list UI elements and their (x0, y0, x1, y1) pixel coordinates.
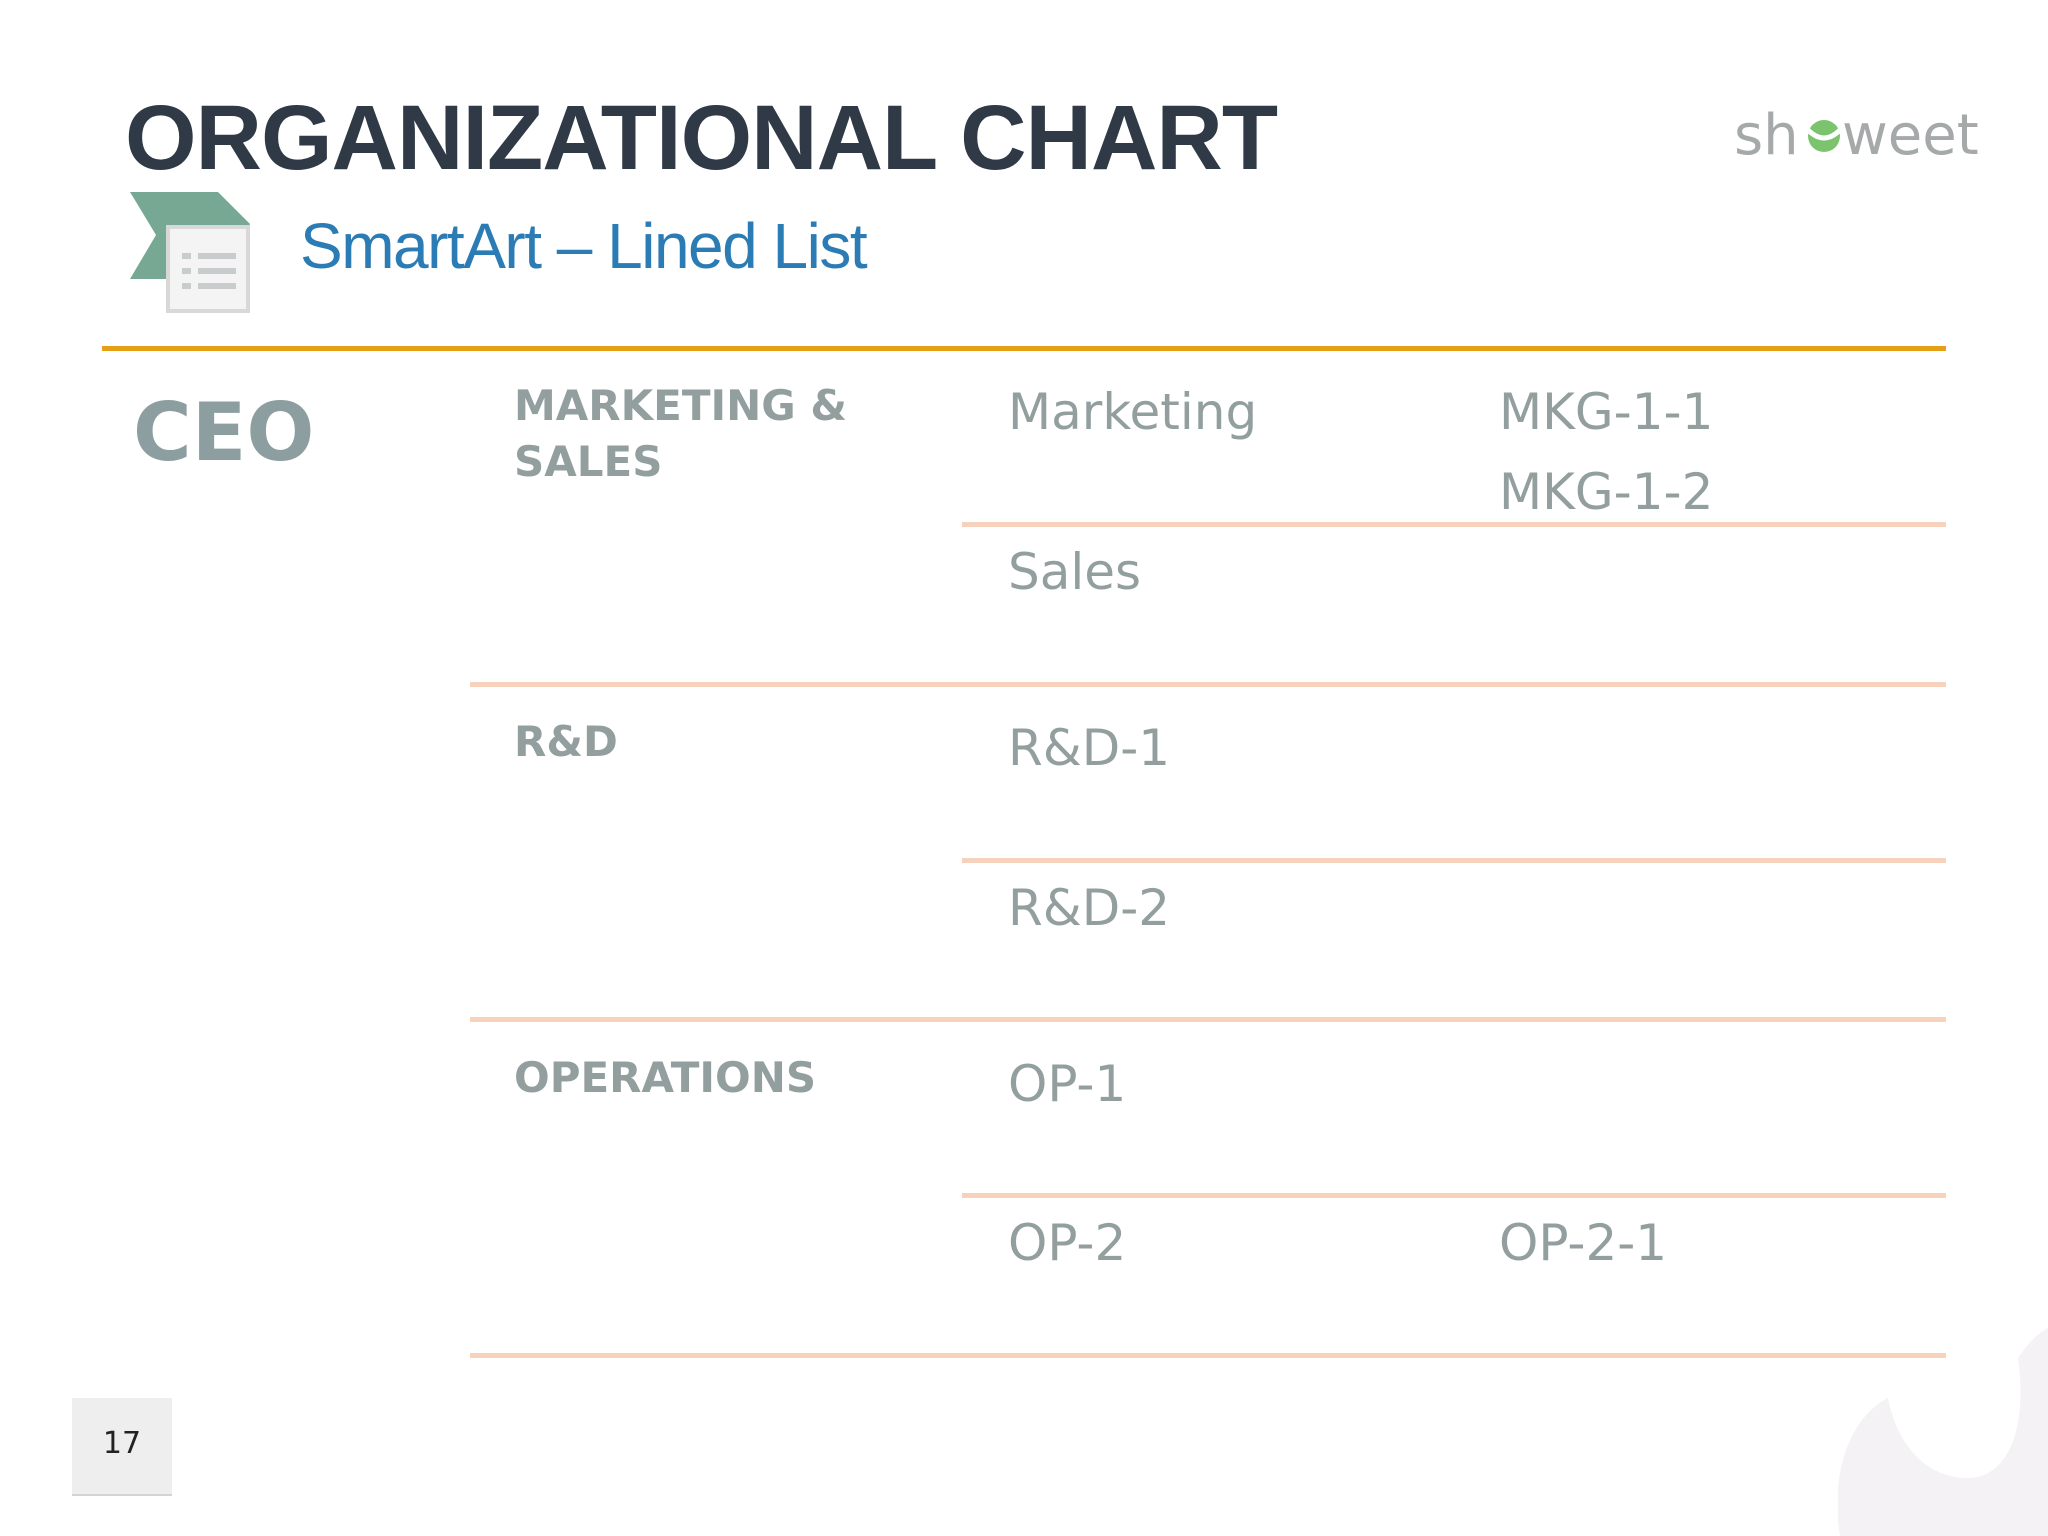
logo-text-left: sh (1734, 103, 1799, 168)
logo-text-right: weet (1842, 103, 1979, 168)
subunit-mkg-1-2: MKG-1-2 (1499, 463, 1714, 521)
department-rnd: R&D (514, 717, 618, 766)
divider-line (962, 1193, 1946, 1198)
department-divider (470, 682, 1946, 687)
page-number-box: 17 (72, 1398, 172, 1496)
subunit-mkg-1-1: MKG-1-1 (1499, 383, 1714, 441)
unit-rnd-1: R&D-1 (1008, 719, 1171, 777)
smartart-list-icon (130, 192, 250, 313)
subunit-op-2-1: OP-2-1 (1499, 1214, 1668, 1272)
unit-rnd-2: R&D-2 (1008, 879, 1171, 937)
divider-line (962, 522, 1946, 527)
page-number: 17 (102, 1426, 142, 1461)
department-marketing-sales: MARKETING & SALES (514, 381, 848, 486)
department-operations: OPERATIONS (514, 1053, 817, 1102)
header-divider (102, 346, 1946, 351)
unit-op-1: OP-1 (1008, 1055, 1127, 1113)
unit-op-2: OP-2 (1008, 1214, 1127, 1272)
department-divider (470, 1017, 1946, 1022)
decorative-watermark-shape (1838, 1328, 2048, 1536)
unit-sales: Sales (1008, 543, 1142, 601)
divider-line (962, 858, 1946, 863)
unit-marketing: Marketing (1008, 383, 1258, 441)
slide-subtitle: SmartArt – Lined List (300, 210, 868, 282)
org-root-ceo: CEO (133, 386, 315, 479)
department-divider (470, 1353, 1946, 1358)
showeet-logo: sh weet (1734, 103, 1979, 168)
slide-title: ORGANIZATIONAL CHART (125, 87, 1278, 189)
